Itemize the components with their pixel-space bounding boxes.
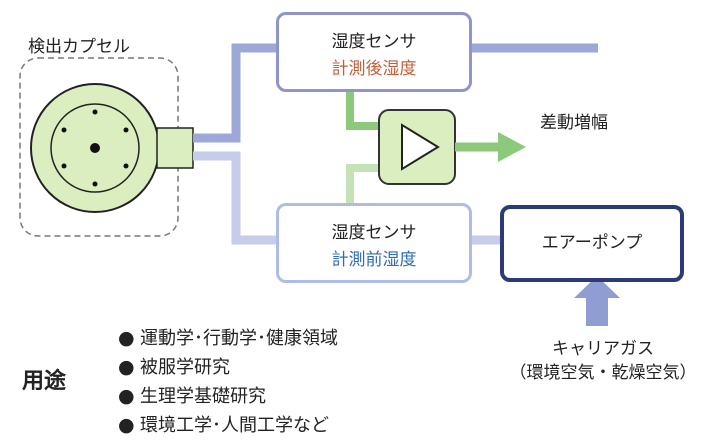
uses-item-text: 被服学研究 — [140, 357, 230, 378]
uses-item: ●環境工学･人間工学など — [118, 411, 338, 440]
bullet-icon: ● — [118, 385, 135, 407]
air-pump-box: エアーポンプ — [500, 205, 684, 282]
capsule-label: 検出カプセル — [28, 37, 130, 57]
bullet-icon: ● — [118, 327, 135, 349]
bullet-icon: ● — [118, 414, 135, 436]
uses-list: ●運動学･行動学･健康領域 ●被服学研究 ●生理学基礎研究 ●環境工学･人間工学… — [118, 324, 338, 440]
sensor-after-title: 湿度センサ — [331, 32, 417, 52]
sensor-before-title: 湿度センサ — [331, 223, 417, 243]
signal-line-after — [346, 92, 380, 130]
uses-item: ●生理学基礎研究 — [118, 382, 338, 411]
capsule-hole — [61, 163, 67, 169]
uses-item: ●被服学研究 — [118, 353, 338, 382]
capsule-hole — [61, 127, 67, 133]
amplifier-triangle-icon — [401, 123, 440, 171]
amplifier-output-arrowhead — [498, 132, 526, 162]
uses-item: ●運動学･行動学･健康領域 — [118, 324, 338, 353]
pipe-to-sensor-after — [193, 43, 278, 143]
uses-title: 用途 — [22, 369, 67, 394]
air-pump-label: エアーポンプ — [541, 233, 643, 253]
pipe-to-sensor-before — [193, 151, 278, 245]
capsule-hole — [123, 127, 129, 133]
uses-item-text: 環境工学･人間工学など — [140, 415, 329, 436]
sensor-after-subtitle: 計測後湿度 — [331, 59, 417, 79]
uses-item-text: 運動学･行動学･健康領域 — [140, 328, 338, 349]
carrier-arrowhead — [574, 276, 620, 298]
capsule-hole — [92, 109, 98, 115]
signal-line-before — [346, 164, 380, 203]
capsule-inner-ring — [50, 103, 140, 193]
humidity-sensor-after: 湿度センサ 計測後湿度 — [276, 12, 472, 92]
capsule-hole — [123, 163, 129, 169]
capsule-center-dot — [90, 143, 100, 153]
carrier-gas: キャリアガス （環境空気・乾燥空気） — [484, 337, 722, 385]
sensor-before-subtitle: 計測前湿度 — [331, 250, 417, 270]
capsule-hole — [92, 181, 98, 187]
carrier-gas-label: キャリアガス — [552, 339, 654, 359]
differential-amplifier-label: 差動増幅 — [540, 113, 608, 133]
carrier-gas-note: （環境空気・乾燥空気） — [509, 363, 697, 383]
humidity-sensor-before: 湿度センサ 計測前湿度 — [276, 203, 472, 283]
capsule-outlet — [156, 127, 194, 169]
uses-item-text: 生理学基礎研究 — [140, 386, 266, 407]
bullet-icon: ● — [118, 356, 135, 378]
carrier-arrow-shaft — [586, 296, 608, 326]
